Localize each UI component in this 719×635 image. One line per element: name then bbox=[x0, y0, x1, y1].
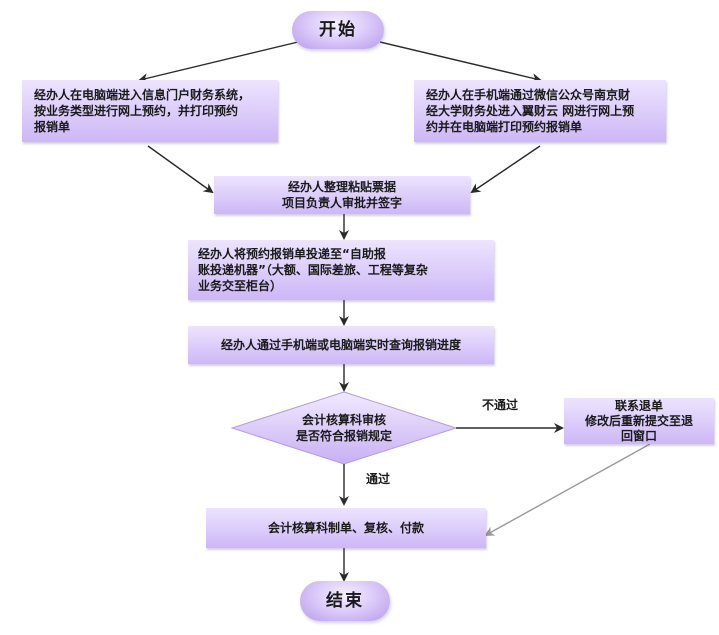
pay-node: 会计核算科制单、复核、付款 bbox=[206, 508, 486, 548]
left-entry-node: 经办人在电脑端进入信息门户财务系统， 按业务类型进行网上预约，并打印预约 报销单 bbox=[22, 80, 278, 142]
query-node: 经办人通过手机端或电脑端实时查询报销进度 bbox=[188, 326, 494, 364]
arrow-right-to-organize bbox=[470, 145, 541, 194]
right-entry-node: 经办人在手机端通过微信公众号南京财 经大学财务处进入翼财云 网进行网上预 约并在… bbox=[414, 80, 666, 142]
edge-label-pass: 通过 bbox=[366, 472, 391, 486]
arrow-start-to-right bbox=[379, 41, 542, 84]
start-node: 开始 bbox=[292, 11, 384, 49]
review-decision-label: 会计核算科审核 是否符合报销规定 bbox=[295, 413, 392, 443]
reject-node: 联系退单 修改后重新提交至退 回窗口 bbox=[564, 398, 714, 444]
edge-label-fail: 不通过 bbox=[482, 398, 519, 412]
deliver-node: 经办人将预约报销单投递至“自助报 账投递机器”（大额、国际差旅、工程等复杂 业务… bbox=[188, 240, 494, 300]
arrow-reject-to-pay bbox=[484, 443, 651, 536]
arrow-start-to-left bbox=[138, 41, 299, 83]
arrow-left-to-organize bbox=[147, 145, 214, 194]
organize-node: 经办人整理粘贴票据 项目负责人审批并签字 bbox=[214, 176, 470, 214]
end-node: 结束 bbox=[300, 581, 390, 621]
